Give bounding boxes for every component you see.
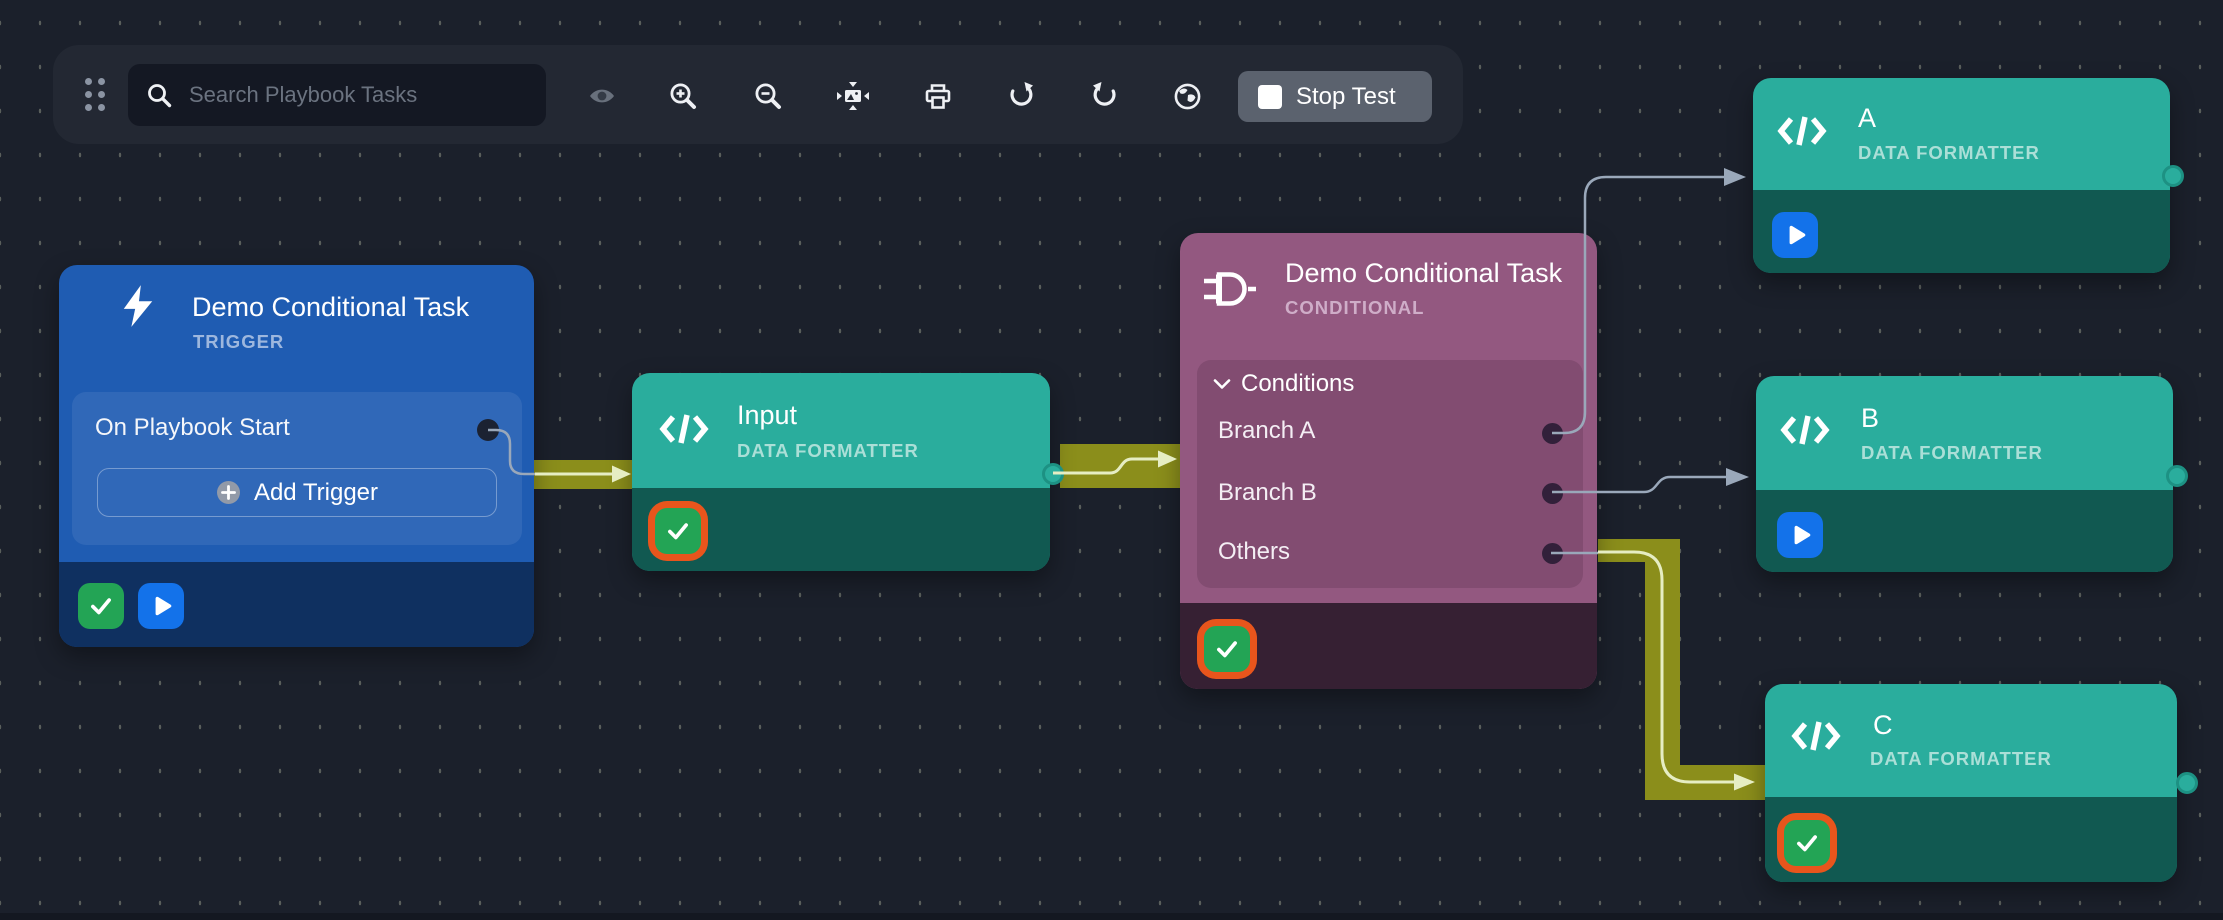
play-icon	[1789, 225, 1806, 245]
redo-button[interactable]	[1001, 76, 1041, 116]
search-task-box	[128, 64, 546, 126]
undo-button[interactable]	[1085, 76, 1125, 116]
node-type-label: DATA FORMATTER	[1858, 142, 2040, 163]
zoom-out-icon	[755, 83, 781, 109]
play-icon	[155, 596, 172, 616]
node-title: Input	[737, 400, 798, 430]
fit-view-icon	[837, 82, 869, 110]
run-task-button[interactable]	[138, 583, 184, 629]
fit-view-button[interactable]	[833, 76, 873, 116]
add-trigger-label: Add Trigger	[253, 478, 379, 506]
node-type-label: DATA FORMATTER	[737, 440, 919, 461]
canvas-toolbar: Stop Test	[53, 45, 1463, 144]
node-type-label: DATA FORMATTER	[1861, 442, 2043, 463]
node-title: Demo Conditional Task	[1285, 258, 1563, 288]
redo-icon	[1010, 82, 1033, 106]
run-task-button[interactable]	[1772, 212, 1818, 258]
node-title: C	[1873, 710, 1893, 740]
zoom-out-button[interactable]	[748, 76, 788, 116]
search-input[interactable]	[187, 81, 521, 109]
status-success-button-selected[interactable]	[655, 508, 701, 554]
print-button[interactable]	[918, 76, 958, 116]
node-conditional[interactable]: Demo Conditional Task CONDITIONAL Condit…	[1180, 233, 1597, 689]
node-a[interactable]: A DATA FORMATTER	[1753, 78, 2184, 273]
stop-test-label: Stop Test	[1296, 82, 1396, 110]
conditions-label: Conditions	[1241, 370, 1355, 397]
node-trigger[interactable]: Demo Conditional Task TRIGGER On Playboo…	[59, 265, 534, 647]
code-icon	[659, 408, 709, 450]
node-input[interactable]: Input DATA FORMATTER	[632, 373, 1064, 571]
node-title: Demo Conditional Task	[192, 292, 470, 322]
branch-b-label: Branch B	[1218, 479, 1317, 506]
node-b-output-port[interactable]	[2166, 465, 2188, 487]
run-task-button[interactable]	[1777, 512, 1823, 558]
globe-button[interactable]	[1167, 76, 1207, 116]
code-icon	[1791, 715, 1841, 757]
branch-b-port[interactable]	[1542, 483, 1563, 504]
undo-icon	[1093, 82, 1116, 106]
node-type-label: DATA FORMATTER	[1870, 748, 2052, 769]
branch-a-port[interactable]	[1542, 423, 1563, 444]
conditions-panel	[1197, 360, 1583, 588]
code-icon	[1777, 110, 1827, 152]
lightning-bolt-icon	[115, 281, 161, 331]
trigger-row-label: On Playbook Start	[95, 414, 290, 441]
trigger-output-port[interactable]	[477, 419, 499, 441]
zoom-in-button[interactable]	[663, 76, 703, 116]
others-label: Others	[1218, 538, 1291, 565]
stop-test-button[interactable]: Stop Test	[1238, 71, 1432, 122]
eye-icon	[590, 89, 614, 103]
visibility-toggle-button[interactable]	[582, 76, 622, 116]
status-success-button-selected[interactable]	[1784, 820, 1830, 866]
check-icon	[668, 523, 688, 540]
node-a-output-port[interactable]	[2162, 165, 2184, 187]
code-icon	[1780, 409, 1830, 451]
others-port[interactable]	[1542, 543, 1563, 564]
printer-icon	[925, 83, 951, 109]
status-success-button-selected[interactable]	[1204, 626, 1250, 672]
add-trigger-button[interactable]: Add Trigger	[97, 468, 497, 517]
node-title: A	[1858, 103, 1877, 133]
conditions-collapse-header[interactable]: Conditions	[1213, 370, 1354, 398]
stop-icon	[1258, 84, 1282, 109]
branch-a-label: Branch A	[1218, 417, 1316, 444]
plus-circle-icon	[216, 481, 240, 504]
search-icon	[148, 83, 172, 107]
trigger-list-panel	[72, 392, 522, 545]
chevron-down-icon	[1213, 379, 1231, 389]
play-icon	[1794, 525, 1811, 545]
node-c-output-port[interactable]	[2176, 772, 2198, 794]
check-icon	[1217, 641, 1237, 658]
node-c[interactable]: C DATA FORMATTER	[1765, 684, 2198, 882]
globe-icon	[1174, 83, 1200, 109]
check-icon	[1797, 835, 1817, 852]
toolbar-drag-handle-icon[interactable]	[83, 76, 107, 113]
node-type-label: CONDITIONAL	[1285, 297, 1425, 318]
node-b[interactable]: B DATA FORMATTER	[1756, 376, 2188, 572]
zoom-in-icon	[670, 83, 696, 109]
input-output-port[interactable]	[1042, 463, 1064, 485]
check-icon	[91, 598, 111, 615]
status-success-button[interactable]	[78, 583, 124, 629]
logic-gate-icon	[1202, 267, 1258, 311]
node-type-label: TRIGGER	[193, 331, 285, 352]
node-title: B	[1861, 403, 1880, 433]
canvas-edge	[0, 913, 2223, 920]
